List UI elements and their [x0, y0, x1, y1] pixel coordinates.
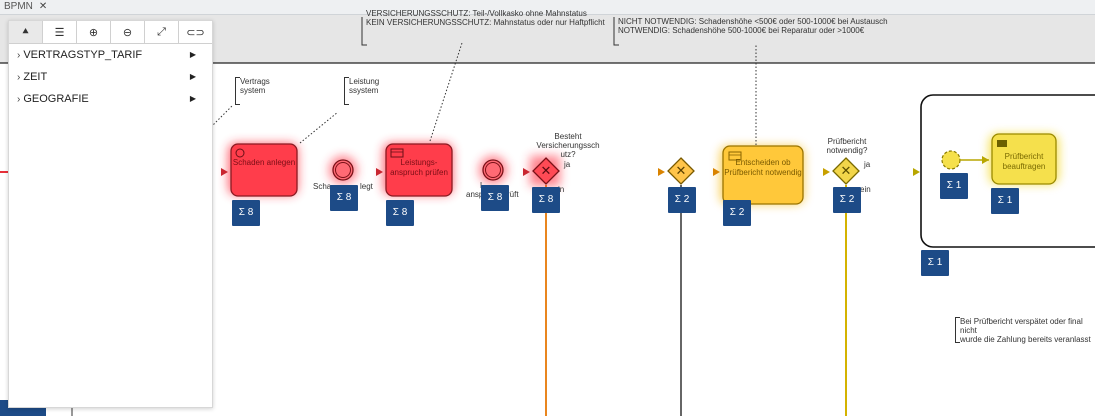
count-badge[interactable]: Σ 8	[232, 200, 260, 226]
svg-text:✕: ✕	[676, 163, 687, 178]
subprocess	[920, 94, 1095, 248]
chevron-right-icon: ›	[17, 50, 21, 61]
annotation-leistungssystem: Leistung ssystem	[344, 77, 379, 105]
count-badge[interactable]: Σ 2	[668, 187, 696, 213]
task-label-leistung: Leistungs- anspruch prüfen	[390, 158, 448, 177]
count-badge[interactable]: Σ 8	[386, 200, 414, 226]
caret-right-icon: ▶	[189, 50, 196, 59]
label-pruefbericht-notwendig: Prüfbericht notwendig?	[826, 137, 868, 155]
menu-item-vertragstyp[interactable]: ›VERTRAGSTYP_TARIF ▶	[9, 44, 212, 66]
list-icon[interactable]: ☰	[43, 21, 77, 43]
label-ja-1: ja	[564, 160, 571, 169]
count-badge[interactable]: Σ 1	[921, 250, 949, 276]
caret-right-icon: ▶	[189, 94, 196, 103]
toggle-icon[interactable]: ⊂⊃	[186, 26, 205, 39]
menu-item-label: ZEIT	[23, 71, 48, 83]
menu-item-label: GEOGRAFIE	[23, 93, 89, 105]
label-schaden-angelegt-a: Scha	[313, 182, 332, 191]
annotation-vertragssystem: Vertrags system	[235, 77, 270, 105]
chevron-right-icon: ›	[17, 94, 21, 105]
task-pruefbericht-beauftragen	[991, 133, 1057, 185]
event-start-sub	[941, 150, 961, 170]
filter-panel: ⯅ ☰ ⊕ ⊖ ⤢ ⊂⊃ ›VERTRAGSTYP_TARIF ▶ ›ZEIT …	[8, 20, 213, 408]
envelope-icon	[997, 140, 1007, 147]
svg-text:✕: ✕	[841, 163, 852, 178]
fit-icon[interactable]: ⤢	[145, 21, 179, 43]
tab-bpmn[interactable]: BPMN ✕	[4, 0, 47, 14]
association-1	[299, 111, 339, 144]
label-ja-2: ja	[864, 160, 871, 169]
task-entscheiden	[722, 145, 804, 205]
gear-icon	[235, 148, 245, 158]
zoom-in-icon[interactable]: ⊕	[77, 21, 111, 43]
close-icon[interactable]: ✕	[38, 1, 48, 12]
table-icon-2	[728, 151, 742, 161]
task-label-pruefbericht: Prüfbericht beauftragen	[1002, 152, 1046, 171]
association-4	[210, 104, 234, 128]
gateway-merge: ✕	[667, 157, 695, 185]
count-badge[interactable]: Σ 2	[833, 187, 861, 213]
panel-toolbar: ⯅ ☰ ⊕ ⊖ ⤢ ⊂⊃	[9, 21, 212, 44]
label-leistung-geprueft-c: rüft	[507, 190, 519, 199]
gateway-versicherung: ✕	[532, 157, 560, 185]
count-badge[interactable]: Σ 2	[723, 200, 751, 226]
count-badge[interactable]: Σ 8	[330, 185, 358, 211]
menu-item-label: VERTRAGSTYP_TARIF	[23, 49, 143, 61]
chevron-right-icon: ›	[17, 72, 21, 83]
gateway-pruefbericht: ✕	[832, 157, 860, 185]
count-badge[interactable]: Σ 1	[940, 173, 968, 199]
label-schaden-angelegt-b: legt	[360, 182, 373, 191]
task-schaden-anlegen	[230, 143, 298, 197]
menu-item-zeit[interactable]: ›ZEIT ▶	[9, 66, 212, 88]
task-label-entscheiden: Entscheiden ob Prüfbericht notwendig	[724, 158, 802, 177]
bpmn-canvas[interactable]: ✕ ✕ ✕ VERSICHERUNGSSCHUTZ: Teil-/Vol	[0, 9, 1095, 416]
table-icon	[390, 148, 404, 158]
menu-item-geografie[interactable]: ›GEOGRAFIE ▶	[9, 88, 212, 110]
annotation-pruefbericht: Bei Prüfbericht verspätet oder final nic…	[955, 317, 1095, 344]
annotation-versicherung: VERSICHERUNGSSCHUTZ: Teil-/Vollkasko ohn…	[366, 9, 605, 27]
count-badge[interactable]: Σ 1	[991, 188, 1019, 214]
tab-label: BPMN	[4, 1, 33, 12]
count-badge[interactable]: Σ 8	[481, 185, 509, 211]
caret-right-icon: ▶	[189, 72, 196, 81]
tab-bar: BPMN ✕	[0, 0, 1095, 15]
zoom-out-icon[interactable]: ⊖	[111, 21, 145, 43]
annotation-notwendig: NICHT NOTWENDIG: Schadenshöhe <500€ oder…	[618, 17, 888, 35]
svg-text:✕: ✕	[541, 163, 552, 178]
label-nein-2: ein	[860, 185, 871, 194]
task-label-schaden: Schaden anlegen	[232, 158, 296, 167]
count-badge[interactable]: Σ 8	[532, 187, 560, 213]
label-leistung-geprueft-b: anspr	[466, 190, 487, 199]
label-besteht: Besteht Versicherungssch utz?	[536, 132, 600, 159]
pin-icon[interactable]: ⯅	[9, 21, 43, 43]
label-nein-1: in	[558, 185, 565, 194]
